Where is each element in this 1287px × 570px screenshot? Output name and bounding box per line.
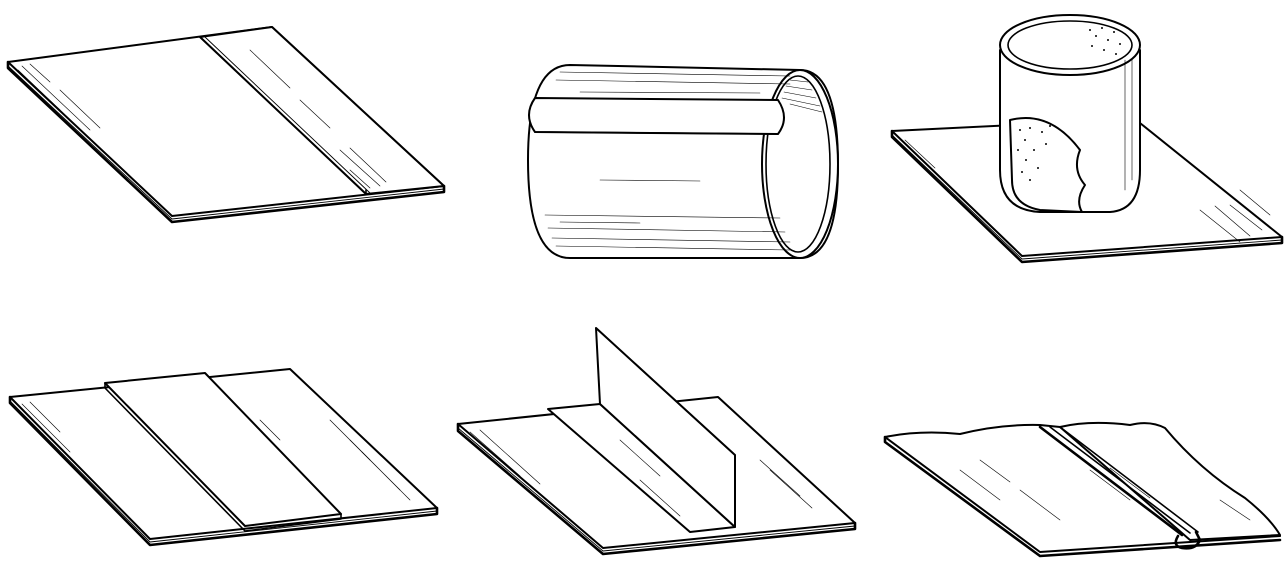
figure-tee-joint [456,327,857,556]
sheet-edge-tee [456,422,857,556]
figure-lap-joint-sheet [6,26,446,224]
cylinder-opening [761,69,839,259]
folded-seam-line [1038,425,1184,537]
figure-cylindrical-lap-seam [527,64,839,259]
seam-fold-curl [1174,530,1202,550]
cylinder-shading [544,71,791,251]
stipple-texture [1017,27,1121,181]
sheet-edge-fold [883,435,1282,558]
cylinder-top-opening [999,14,1141,76]
figure-double-strap-joint [8,368,439,547]
shading-lines [17,49,387,189]
lap-seam-strip [528,97,785,135]
cutaway-section [1009,117,1086,213]
right-folded-sheet [1059,421,1281,541]
inner-texture [781,79,823,113]
figure-folded-seam-joint [883,421,1282,558]
figure-tube-to-sheet-joint [890,14,1284,264]
